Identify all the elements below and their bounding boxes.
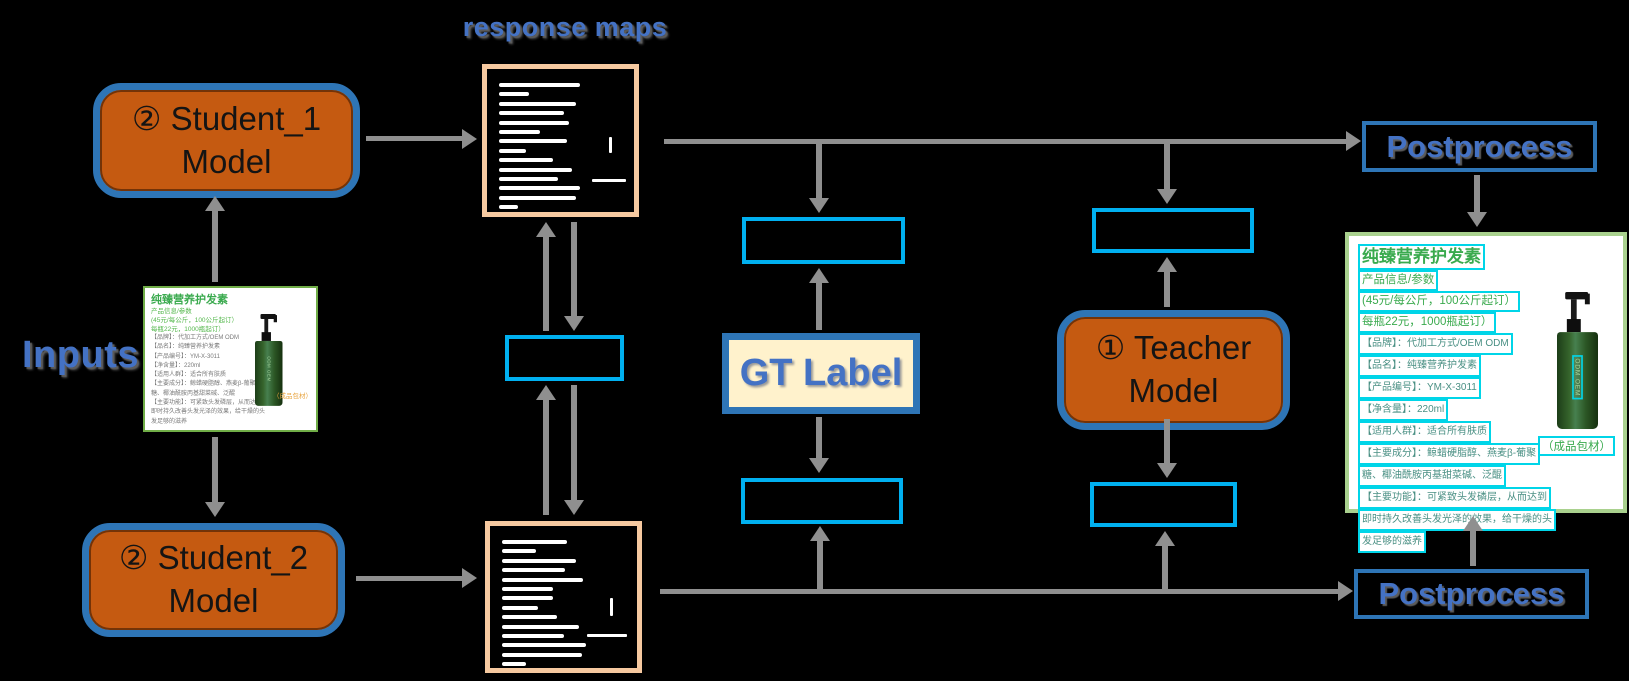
distill-loss-box-bottom [1090, 482, 1237, 527]
distill-loss-box-top [1092, 208, 1254, 253]
bottle-label: ODM OEM [266, 356, 272, 382]
response-map-2 [485, 521, 642, 673]
arrowhead [564, 500, 584, 515]
inputs-label: Inputs [22, 334, 139, 376]
gt-loss-box-bottom [741, 478, 903, 524]
gt-loss-box-top [742, 217, 905, 264]
input-card-headers: 产品信息/参数(45元/每公斤，100公斤起订）每瓶22元，1000瓶起订） [151, 308, 239, 333]
arrow-branch-to-gt-loss-bottom [817, 540, 823, 589]
line-map2-to-postprocess [660, 589, 1338, 594]
ocr-result-image: 纯臻营养护发素 产品信息/参数(45元/每公斤，100公斤起订）每瓶22元，10… [1345, 232, 1627, 553]
arrow-branch-to-distill-loss-top [1164, 142, 1170, 189]
bottle-body: ODM OEM [1557, 332, 1598, 429]
arrowhead [809, 198, 829, 213]
response-mark [592, 179, 626, 182]
student1-model-box: ② Student_1 Model [93, 83, 360, 198]
arrowhead [809, 268, 829, 283]
input-card-attributes: 【品牌】：代加工方式/OEM ODM【品名】：纯臻营养护发素【产品编号】：YM-… [151, 335, 266, 425]
dml-loss-box [505, 335, 624, 381]
input-card-title: 纯臻营养护发素 [151, 294, 228, 306]
bottle-pump-collar [1566, 319, 1581, 333]
arrow-dml-to-map2 [571, 385, 577, 500]
bottle-label: ODM OEM [1572, 355, 1583, 400]
postprocess-top-box: Postprocess [1362, 121, 1597, 172]
response-map-1-lines [499, 83, 634, 210]
bottle-body: ODM OEM [255, 340, 283, 406]
bottle-pump-stem [1570, 299, 1577, 320]
student1-label-line2: Model [181, 142, 272, 180]
arrowhead [564, 316, 584, 331]
arrow-dml-to-map1 [543, 236, 549, 331]
student2-label-line2: Model [168, 582, 259, 619]
product-bottle-image: ODM OEM [255, 314, 286, 406]
bottle-pump-collar [261, 332, 271, 341]
arrow-gtlabel-to-gt-loss-bottom [816, 417, 822, 458]
arrowhead [1157, 257, 1177, 272]
arrow-teacher-to-distill-loss-bottom [1164, 419, 1170, 463]
arrowhead [809, 458, 829, 473]
arrowhead [1346, 131, 1361, 151]
gt-label-box: GT Label [722, 333, 920, 414]
bottle-pump-stem [264, 318, 269, 333]
packaging-note-detected: （成品包材） [1538, 436, 1615, 456]
student2-model-box: ② Student_2 Model [82, 523, 345, 637]
arrow-branch-to-distill-loss-bottom [1162, 545, 1168, 589]
arrowhead [205, 196, 225, 211]
arrowhead [810, 526, 830, 541]
student1-label-line1: ② Student_1 [131, 99, 322, 137]
gt-label-text: GT Label [739, 352, 903, 394]
arrow-teacher-to-distill-loss-top [1164, 271, 1170, 307]
arrowhead [462, 129, 477, 149]
line-map1-to-postprocess [664, 139, 1346, 144]
product-bottle-image: ODM OEM [1557, 292, 1603, 429]
arrowhead [1157, 189, 1177, 204]
arrowhead [536, 385, 556, 400]
postprocess-top-label: Postprocess [1386, 128, 1573, 164]
arrow-student2-to-map2 [356, 576, 462, 581]
arrow-gtlabel-to-gt-loss-top [816, 282, 822, 330]
bottle-pump-tip [1584, 293, 1590, 305]
packaging-note: （成品包材） [273, 393, 312, 400]
postprocess-bottom-label: Postprocess [1378, 576, 1565, 611]
output-card-attributes: 【品牌】：代加工方式/OEM ODM【品名】：纯臻营养护发素【产品编号】：YM-… [1358, 333, 1614, 553]
arrow-map1-to-dml [571, 222, 577, 316]
arrow-student1-to-map1 [366, 136, 462, 141]
arrow-input-to-student2 [212, 437, 218, 502]
postprocess-bottom-box: Postprocess [1354, 569, 1589, 619]
input-product-image: 纯臻营养护发素 产品信息/参数(45元/每公斤，100公斤起订）每瓶22元，10… [143, 286, 318, 432]
arrow-branch-to-gt-loss-top [816, 142, 822, 198]
arrow-map2-to-dml [543, 399, 549, 515]
output-card-headers: 产品信息/参数(45元/每公斤，100公斤起订）每瓶22元，1000瓶起订） [1358, 270, 1614, 333]
arrowhead [1338, 581, 1353, 601]
bottle-pump-tip [273, 315, 277, 323]
arrowhead [1467, 212, 1487, 227]
arrowhead [536, 222, 556, 237]
response-map-2-lines [502, 540, 637, 667]
output-card-title: 纯臻营养护发素 [1358, 244, 1614, 270]
response-mark [587, 634, 627, 637]
arrowhead [462, 568, 477, 588]
arrow-input-to-student1 [212, 210, 218, 282]
bottle-pump-nozzle [1565, 292, 1589, 300]
teacher-label-line2: Model [1128, 372, 1219, 409]
teacher-model-box: ① Teacher Model [1057, 310, 1290, 430]
response-mark [609, 137, 612, 153]
response-maps-title: response maps [462, 12, 668, 42]
response-mark [610, 598, 613, 616]
arrowhead [1155, 531, 1175, 546]
bottle-pump-nozzle [260, 314, 276, 319]
arrowhead [205, 502, 225, 517]
arrow-postprocess-top-to-output [1474, 175, 1480, 212]
arrow-postprocess-bottom-to-output [1470, 530, 1476, 566]
response-map-1 [482, 64, 639, 217]
student2-label-line1: ② Student_2 [118, 539, 309, 577]
arrowhead [1157, 463, 1177, 478]
teacher-label-line1: ① Teacher [1095, 329, 1252, 367]
arrowhead [1463, 516, 1483, 531]
